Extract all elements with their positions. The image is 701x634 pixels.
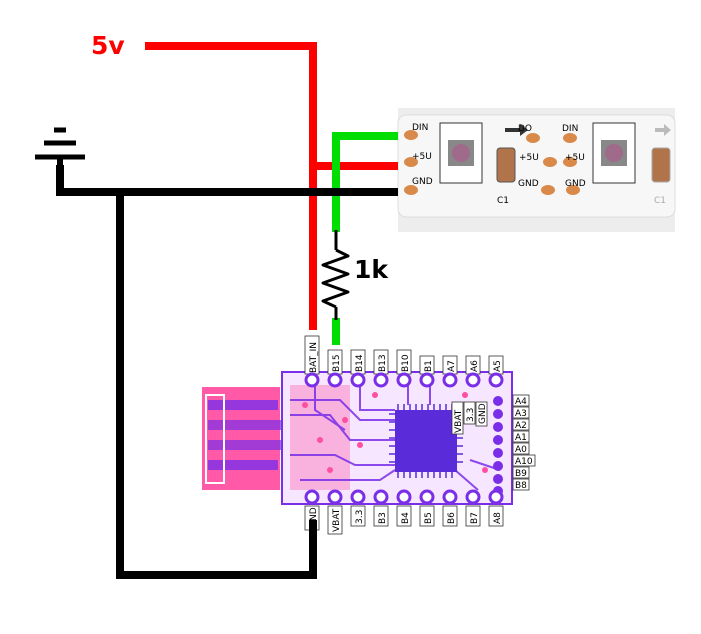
pin-bat-in: BAT_IN [304,335,320,388]
svg-text:B13: B13 [378,354,388,372]
strip-label-5v-mid: +5U [519,153,539,163]
svg-text:B8: B8 [515,481,527,491]
svg-text:B4: B4 [401,512,411,524]
svg-text:A2: A2 [515,421,527,431]
pin-b15: B15 [327,349,343,388]
inner-label-3v3: 3.3 [466,408,476,422]
microcontroller-board: VBAT 3.3 GND [202,371,513,505]
pin-a2: A2 [512,418,530,431]
svg-text:A8: A8 [493,512,503,524]
capacitor-2 [651,147,671,183]
svg-text:B14: B14 [355,354,365,372]
arrow-icon [505,124,528,136]
pin-b5: B5 [419,489,435,527]
wire-data-din [332,132,398,232]
pin-b4: B4 [396,489,412,527]
right-pin-column: A4 A3 A2 A1 A0 A10 B9 B8 [512,394,536,491]
pin-a4: A4 [512,394,530,407]
svg-text:B1: B1 [424,360,434,372]
pin-3v3: 3.3 [350,489,366,527]
arrow-icon-faded [655,124,671,136]
strip-label-din-2: DIN [562,124,578,134]
svg-text:B6: B6 [447,512,457,524]
pin-b3: B3 [373,489,389,527]
svg-text:BAT_IN: BAT_IN [309,342,319,373]
pin-a7: A7 [442,355,458,388]
pin-b6: B6 [442,489,458,527]
svg-text:3.3: 3.3 [355,510,365,524]
bottom-pin-row: GND VBAT 3.3 B3 B4 B5 [304,489,504,535]
svg-text:A10: A10 [515,457,533,467]
svg-text:A7: A7 [447,360,457,372]
resistor-1k [321,230,350,320]
pin-b14: B14 [350,349,366,388]
svg-text:B5: B5 [424,512,434,524]
svg-text:A5: A5 [493,360,503,372]
pin-a8: A8 [488,489,504,527]
strip-label-gnd-mid: GND [518,179,539,189]
pin-vbat: VBAT [327,489,343,535]
svg-text:B9: B9 [515,469,527,479]
pin-a6: A6 [465,355,481,388]
strip-label-gnd: GND [412,177,433,187]
inner-label-gnd: GND [478,403,488,424]
strip-label-din: DIN [412,123,428,133]
top-pin-row: BAT_IN B15 B14 B13 B10 B1 [304,335,504,388]
strip-pad-din [404,130,418,140]
pin-b10: B10 [396,349,412,388]
pin-b7: B7 [465,489,481,527]
pin-b9: B9 [512,466,530,479]
svg-text:A4: A4 [515,397,527,407]
pin-a0: A0 [512,442,530,455]
pin-a1: A1 [512,430,530,443]
label-resistor: 1k [354,255,389,284]
svg-text:B15: B15 [332,354,342,372]
inner-label-vbat: VBAT [454,409,464,433]
svg-text:A3: A3 [515,409,527,419]
strip-label-5v: +5U [412,152,432,162]
wire-gnd-strip [56,165,398,196]
ground-symbol-icon [35,127,85,170]
svg-text:A6: A6 [470,360,480,372]
svg-text:B10: B10 [401,354,411,372]
svg-text:A0: A0 [515,445,527,455]
wire-gnd-board [116,192,317,579]
pin-a3: A3 [512,406,530,419]
pin-a10: A10 [512,454,536,467]
strip-label-c1: C1 [497,196,509,206]
pin-b13: B13 [373,349,389,388]
strip-label-gnd-2: GND [565,179,586,189]
pin-b8: B8 [512,478,530,491]
svg-text:B3: B3 [378,512,388,524]
strip-pad-gnd [404,185,418,195]
svg-text:GND: GND [309,507,319,528]
svg-text:B7: B7 [470,512,480,524]
wire-5v-bat-in [145,42,317,330]
pin-b1: B1 [419,355,435,388]
svg-text:A1: A1 [515,433,527,443]
mcu-chip [395,410,457,472]
pin-gnd: GND [304,489,320,531]
svg-text:VBAT: VBAT [332,508,342,532]
capacitor-1 [496,147,516,183]
strip-label-c1-2: C1 [654,196,666,206]
strip-label-5v-2: +5U [565,153,585,163]
wires [56,42,398,579]
strip-label-do: DO [518,124,532,134]
pin-a5: A5 [488,355,504,388]
label-5v: 5v [91,31,125,60]
led-strip: DIN +5U GND DO +5U GND DIN +5U GND C1 C1 [397,108,676,232]
strip-pad-5v [404,157,418,167]
